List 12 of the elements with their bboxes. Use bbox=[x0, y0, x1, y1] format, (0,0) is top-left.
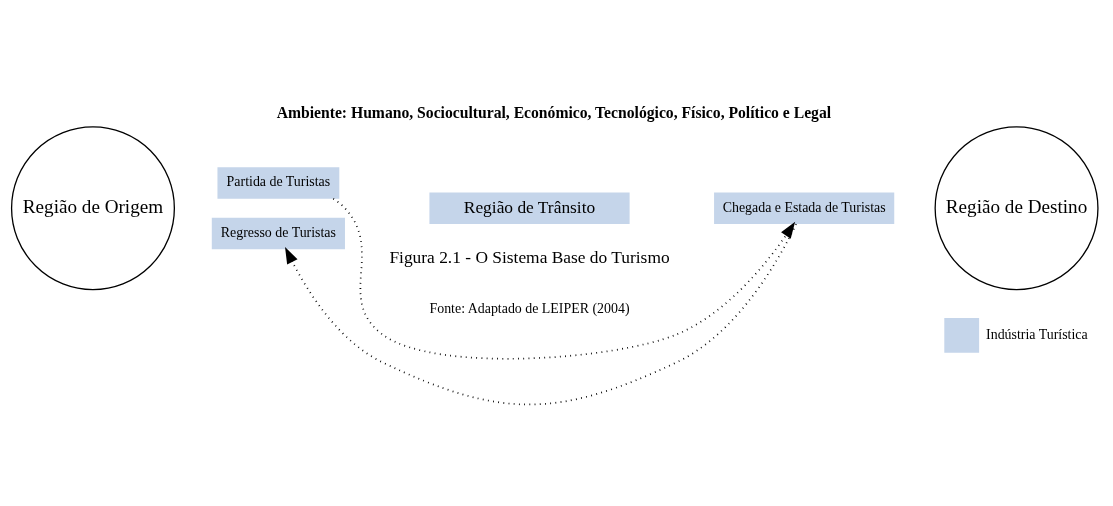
legend-label: Indústria Turística bbox=[986, 326, 1088, 342]
node-box: Região de Trânsito bbox=[429, 192, 630, 224]
node-circle: Região de Origem bbox=[10, 125, 175, 290]
node-box: Partida de Turistas bbox=[217, 166, 340, 199]
caption: Figura 2.1 - O Sistema Base do Turismo bbox=[389, 246, 670, 267]
arrow bbox=[285, 222, 797, 405]
node-circle: Região de Destino bbox=[934, 125, 1099, 290]
label: Fonte: Adaptado de LEIPER (2004) bbox=[429, 300, 630, 316]
node-box: Regresso de Turistas bbox=[211, 217, 345, 249]
node-box: Chegada e Estada de Turistas bbox=[714, 192, 895, 224]
diagram-title: Ambiente: Humano, Sociocultural, Económico, Tecnológico, Físico, Político e Legal bbox=[276, 103, 832, 121]
arrow bbox=[332, 197, 796, 360]
